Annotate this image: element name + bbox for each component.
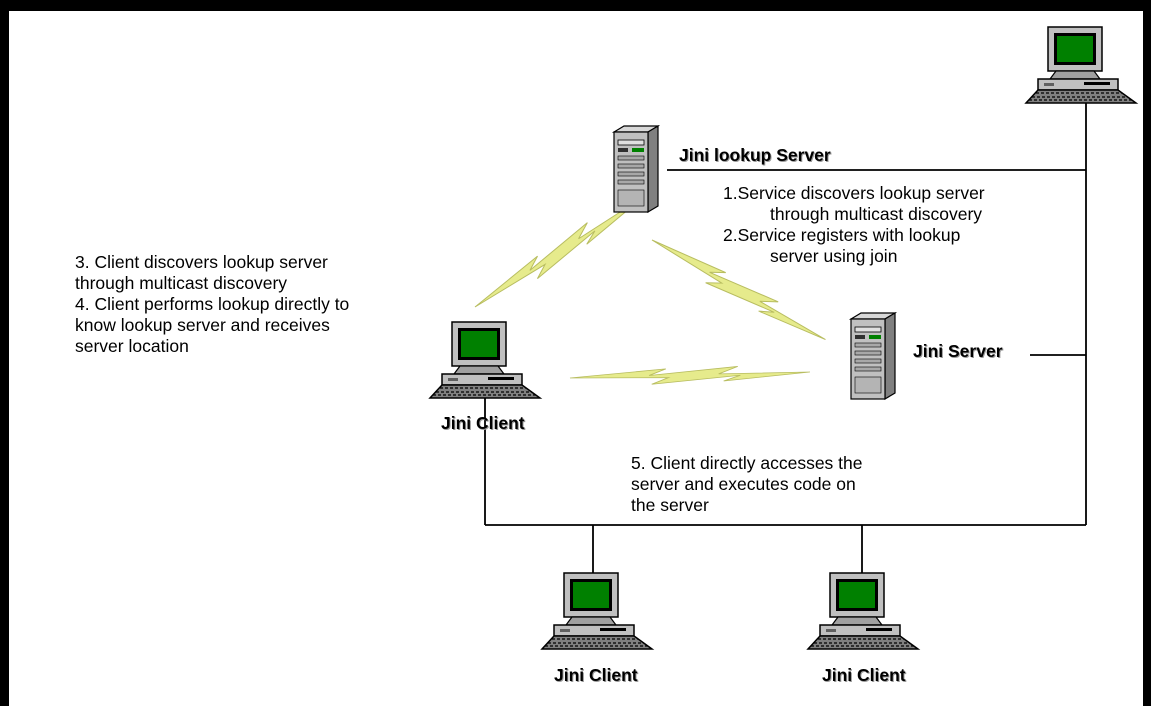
jini-client-bottom-left-label: Jini Client: [554, 665, 638, 685]
access-step-5: 5. Client directly accesses the: [631, 453, 863, 473]
client-steps-note: 3. Client discovers lookup server throug…: [75, 252, 349, 357]
server-tower-icon: [850, 312, 896, 400]
access-step-5-cont2: the server: [631, 495, 709, 515]
service-step-1-cont: through multicast discovery: [770, 204, 983, 224]
jini-client-bottom-right-label: Jini Client: [822, 665, 906, 685]
desktop-computer-icon: [541, 572, 653, 650]
network-lines: [484, 97, 1087, 578]
client-step-3: 3. Client discovers lookup server: [75, 252, 328, 272]
lookup-server-label: Jini lookup Server: [679, 145, 831, 165]
service-step-2: 2.Service registers with lookup: [723, 225, 961, 245]
client-step-4: 4. Client performs lookup directly to: [75, 294, 350, 314]
desktop-computer-icon: [429, 321, 541, 399]
client-step-3-cont: through multicast discovery: [75, 273, 288, 293]
jini-client-label: Jini Client: [441, 413, 525, 433]
service-steps-note: 1.Service discovers lookup server throug…: [723, 183, 985, 267]
jini-server-label: Jini Server: [913, 341, 1003, 361]
service-step-1: 1.Service discovers lookup server: [723, 183, 985, 203]
desktop-computer-icon: [1025, 26, 1137, 104]
access-step-note: 5. Client directly accesses the server a…: [631, 453, 863, 516]
desktop-computer-icon: [807, 572, 919, 650]
client-step-4-cont2: server location: [75, 336, 189, 356]
wireless-lightning-icon: [569, 365, 811, 386]
access-step-5-cont: server and executes code on: [631, 474, 856, 494]
service-step-2-cont: server using join: [770, 246, 898, 266]
server-tower-icon: [613, 125, 659, 213]
client-step-4-cont: know lookup server and receives: [75, 315, 330, 335]
